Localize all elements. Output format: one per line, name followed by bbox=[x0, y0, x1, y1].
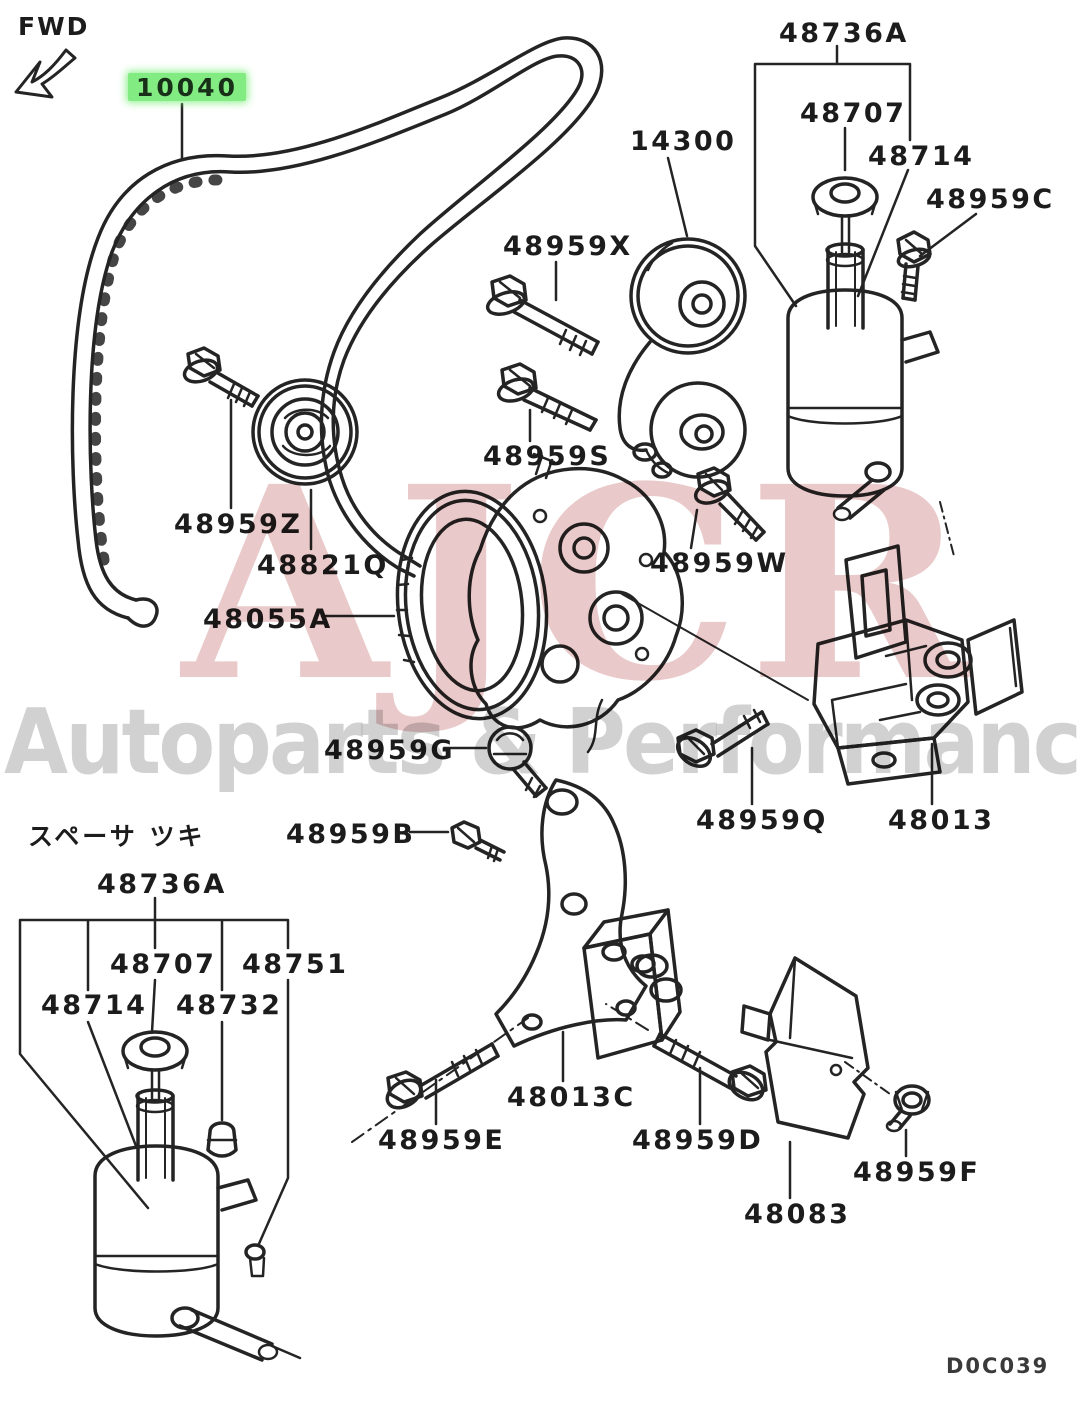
bolt-48959x-drawing bbox=[485, 274, 600, 357]
part-label-48736a-top: 48736A bbox=[779, 18, 909, 49]
reservoir-bottom-drawing bbox=[93, 1030, 302, 1362]
bolt-48959z-drawing bbox=[182, 346, 260, 408]
bolt-48959w-drawing bbox=[693, 466, 766, 542]
highlighted-part-number: 10040 bbox=[136, 72, 238, 102]
bolt-48959f-drawing bbox=[885, 1084, 931, 1133]
fwd-arrow-icon bbox=[14, 48, 77, 99]
part-label-48714-bottom: 48714 bbox=[41, 990, 148, 1021]
watermark-tagline: Autoparts & Performance bbox=[4, 690, 1080, 795]
part-label-14300: 14300 bbox=[630, 126, 737, 157]
reservoir-top-drawing bbox=[786, 176, 940, 522]
bolt-48959d-drawing bbox=[652, 1032, 768, 1102]
part-label-48959c: 48959C bbox=[926, 184, 1055, 215]
part-label-48959d: 48959D bbox=[632, 1125, 764, 1156]
part-label-48013c: 48013C bbox=[507, 1082, 636, 1113]
bolt-48959b-drawing bbox=[450, 820, 506, 863]
part-label-48736a-bottom: 48736A bbox=[97, 869, 227, 900]
part-label-48083: 48083 bbox=[744, 1199, 851, 1230]
leader-lines bbox=[18, 44, 978, 1248]
part-label-48959f: 48959F bbox=[853, 1157, 981, 1188]
bolt-48959c-drawing bbox=[896, 230, 932, 302]
bracket-48013c-drawing bbox=[582, 908, 682, 1060]
part-label-48959e: 48959E bbox=[378, 1125, 506, 1156]
part-label-48707-bottom: 48707 bbox=[110, 949, 217, 980]
part-label-48707-top: 48707 bbox=[800, 98, 907, 129]
doc-code: D0C039 bbox=[946, 1354, 1050, 1378]
part-label-48821q: 48821Q bbox=[257, 550, 389, 581]
highlighted-part-label: 10040 bbox=[128, 73, 246, 101]
note-spacer-jp: スペーサ ツキ bbox=[28, 822, 206, 851]
watermark-brand: AJCR bbox=[182, 429, 977, 740]
idler-pulley-drawing bbox=[251, 378, 359, 486]
part-label-48732: 48732 bbox=[176, 990, 283, 1021]
part-label-48013: 48013 bbox=[888, 805, 995, 836]
part-label-48959z: 48959Z bbox=[174, 509, 303, 540]
construction-lines bbox=[351, 501, 955, 1143]
pump-bracket-arm-drawing bbox=[494, 778, 683, 1048]
part-label-48959q: 48959Q bbox=[696, 805, 828, 836]
bolt-48959g-drawing bbox=[487, 725, 548, 799]
belt-tensioner-drawing bbox=[617, 237, 747, 479]
ps-pump-drawing bbox=[395, 452, 684, 754]
part-label-48751: 48751 bbox=[242, 949, 349, 980]
drive-belt-drawing bbox=[70, 36, 604, 628]
part-label-48959g: 48959G bbox=[324, 735, 456, 766]
fwd-orientation-label: FWD bbox=[18, 12, 90, 41]
part-label-48959x: 48959X bbox=[503, 231, 633, 262]
part-label-48714-top: 48714 bbox=[868, 141, 975, 172]
bracket-48013-drawing bbox=[812, 544, 1024, 786]
part-label-48959w: 48959W bbox=[650, 548, 789, 579]
part-label-48959s: 48959S bbox=[483, 441, 612, 472]
heat-shield-48083-drawing bbox=[740, 956, 870, 1140]
bolt-48959q-drawing bbox=[675, 708, 770, 769]
part-label-48055a: 48055A bbox=[203, 604, 333, 635]
bolt-48959s-drawing bbox=[496, 362, 598, 432]
part-label-48959b: 48959B bbox=[286, 819, 416, 850]
